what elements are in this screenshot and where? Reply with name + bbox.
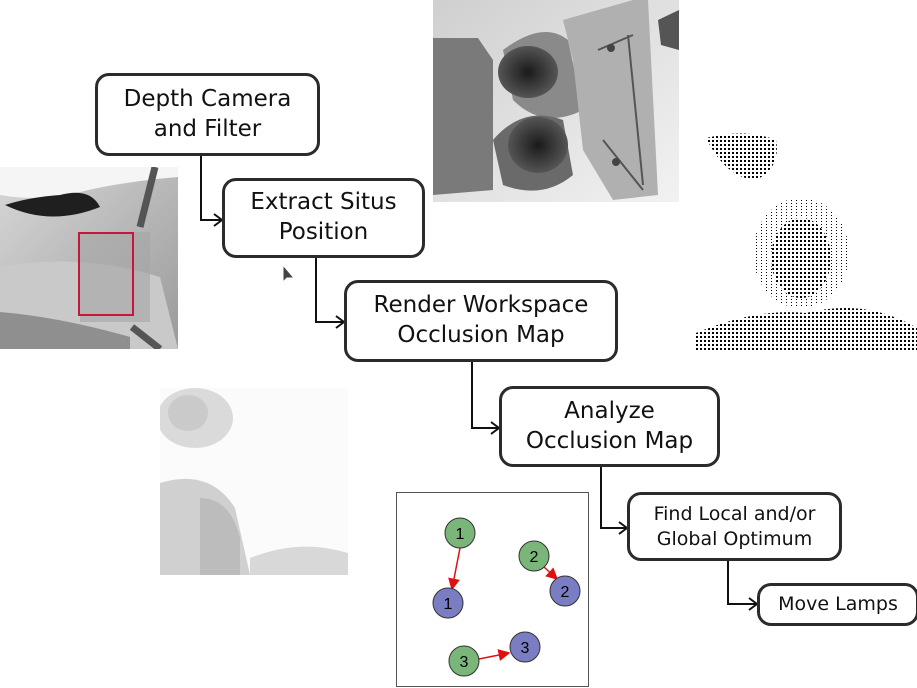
target-node-1: 1	[432, 587, 464, 619]
start-node-2: 2	[518, 540, 550, 572]
move-arrow-1	[448, 547, 461, 591]
svg-text:2: 2	[530, 549, 539, 566]
svg-text:2: 2	[561, 584, 570, 601]
step-extract-situs-label: Extract Situs Position	[250, 189, 397, 245]
target-node-3: 3	[509, 631, 541, 663]
move-arrow-3	[478, 649, 511, 661]
optimum-plot: 1 2 3 1 2 3	[396, 492, 589, 687]
mouse-cursor-icon	[282, 264, 296, 284]
start-node-3: 3	[448, 645, 480, 677]
step-depth-camera-label: Depth Camera and Filter	[123, 85, 292, 142]
situs-bounding-box	[78, 232, 134, 316]
step-find-optimum: Find Local and/or Global Optimum	[627, 492, 842, 561]
step-render-workspace: Render Workspace Occlusion Map	[344, 280, 618, 362]
svg-text:3: 3	[521, 640, 530, 657]
target-node-2: 2	[549, 575, 581, 607]
connector-render-analyze	[471, 362, 499, 429]
connector-optimum-move	[727, 561, 757, 605]
situs-depth-image	[0, 167, 178, 349]
step-render-workspace-label: Render Workspace Occlusion Map	[373, 292, 589, 348]
step-analyze-occlusion-label: Analyze Occlusion Map	[525, 397, 694, 454]
move-arrow-2	[543, 566, 559, 581]
svg-text:3: 3	[460, 654, 469, 671]
connector-depth-situs	[200, 156, 222, 221]
connector-situs-render	[315, 258, 344, 323]
depth-map-image	[433, 0, 679, 202]
step-move-lamps: Move Lamps	[757, 583, 917, 626]
step-analyze-occlusion: Analyze Occlusion Map	[499, 386, 720, 467]
step-move-lamps-label: Move Lamps	[778, 593, 898, 616]
step-extract-situs: Extract Situs Position	[222, 178, 425, 258]
svg-text:1: 1	[456, 526, 465, 543]
connector-analyze-optimum	[600, 467, 627, 529]
occlusion-map-image	[160, 388, 348, 575]
optimum-plot-svg: 1 2 3 1 2 3	[432, 517, 581, 677]
point-cloud-image	[696, 128, 917, 350]
start-node-1: 1	[444, 517, 476, 549]
svg-text:1: 1	[444, 596, 453, 613]
step-find-optimum-label: Find Local and/or Global Optimum	[653, 502, 816, 550]
step-depth-camera: Depth Camera and Filter	[95, 73, 320, 156]
